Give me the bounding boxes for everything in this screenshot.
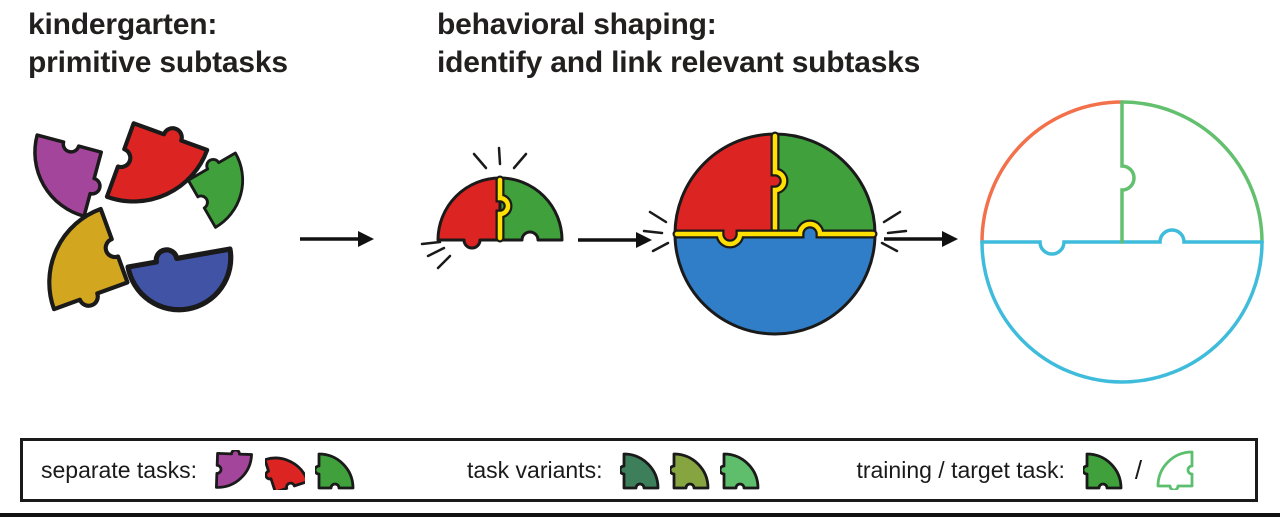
dome-spark-lines [420,146,528,270]
dome-linked-pieces-group [420,146,564,270]
task-variant-olive-icon [670,452,710,490]
target-cyan-horizontal-seam [980,228,1264,256]
separate-task-red-icon [264,456,305,490]
bottom-border-rule [0,513,1280,517]
legend-task-variants-label: task variants: [466,456,603,483]
circle-spark-lines [642,210,908,253]
target-green-vertical-seam [1120,100,1136,244]
right-arrow-2-icon [578,232,652,248]
legend-training-target-label: training / target task: [856,456,1065,483]
puzzle-piece-purple [33,133,103,218]
legend-training-target-group: training / target task: / [856,450,1194,490]
target-task-outline-icon [1156,450,1194,490]
dome-green-piece [498,176,564,242]
circle-green-quadrant-piece [773,132,877,236]
scattered-pieces-group [33,121,245,313]
heading-behavioral-shaping-line1: behavioral shaping: [437,8,717,41]
dome-seam-highlight [497,177,511,241]
circle-horizontal-seam-highlight [674,221,876,247]
legend-box: separate tasks: task variants: [20,438,1258,502]
target-green-arc [1120,100,1264,244]
target-cyan-arc [980,240,1264,384]
separate-task-green-icon [314,452,355,490]
puzzle-piece-green [186,151,245,229]
puzzle-piece-yellow [47,206,130,312]
target-orange-arc [980,100,1124,244]
heading-kindergarten: kindergarten: primitive subtasks [28,6,288,82]
heading-kindergarten-line2: primitive subtasks [28,46,288,79]
heading-behavioral-shaping-line2: identify and link relevant subtasks [437,46,921,79]
legend-slash-separator: / [1134,454,1143,485]
puzzle-piece-red [104,121,210,204]
heading-behavioral-shaping: behavioral shaping: identify and link re… [437,6,920,82]
dome-red-piece [436,176,502,250]
circle-vertical-seam-highlight [772,133,787,235]
target-circle-outline-group [980,100,1264,384]
task-variant-dark-green-icon [620,452,660,490]
circle-blue-half-piece [673,222,877,336]
legend-separate-tasks-group: separate tasks: [41,450,355,490]
separate-task-purple-icon [214,450,253,489]
diagram-canvas [33,100,1264,384]
right-arrow-1-icon [300,231,374,247]
task-variant-light-green-icon [720,452,760,490]
right-arrow-3-icon [884,231,958,247]
legend-separate-tasks-label: separate tasks: [41,456,197,483]
legend-task-variants-group: task variants: [467,450,761,490]
full-circle-linked-pieces-group [642,131,908,336]
puzzle-piece-blue-half [125,246,234,313]
heading-kindergarten-line1: kindergarten: [28,8,218,41]
circle-red-quadrant-piece [673,132,786,246]
training-task-green-icon [1082,452,1123,490]
